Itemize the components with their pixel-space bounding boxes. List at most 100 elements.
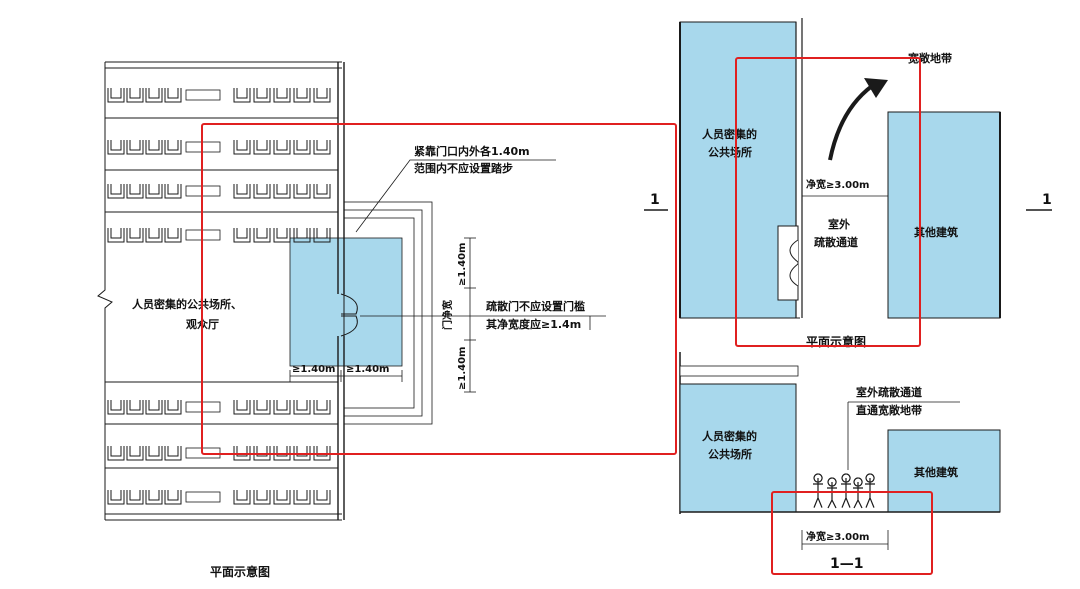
section-other-fill [887,429,1001,513]
seat-icon [126,140,144,155]
section-other-label: 其他建筑 [914,465,958,479]
person-figure [813,473,823,508]
room-label-1: 人员密集的公共场所、 [132,297,242,311]
seat-icon [107,140,125,155]
seat-icon [313,400,331,415]
seat-icon [107,400,125,415]
seat-icon [273,184,291,199]
seat-icon [293,228,311,243]
highlight-door-area [201,123,677,455]
highlight-passage [735,57,921,347]
seat-icon [164,88,182,103]
seat-icon [126,88,144,103]
step-outlines [343,201,433,425]
seat-icon [164,490,182,505]
seat-icon [164,140,182,155]
seat-icon [253,184,271,199]
seat-icon [164,400,182,415]
note-door-2: 其净宽度应≥1.4m [486,317,581,331]
seat-icon [293,184,311,199]
seat-icon [253,400,271,415]
seat-icon [313,490,331,505]
public-building-fill [679,21,797,319]
section-marker-left: 1 [650,192,660,208]
escape-arrowhead [864,78,888,98]
aisle-marker [185,491,221,503]
exit-door [777,225,799,301]
seat-icon [313,228,331,243]
leader-lines [355,159,606,330]
right-plan: 1 1 宽敞地带 人员密集的 公共场所 净宽≥3.00m 室外 疏散通道 其他建… [644,18,1052,349]
seat-icon [253,140,271,155]
section-leader [847,401,960,470]
seat-icon [233,228,251,243]
seat-icon [126,490,144,505]
seat-icon [233,88,251,103]
seat-icon [145,400,163,415]
section-caption: 1—1 [830,556,863,572]
aisle-marker [185,89,221,101]
seat-icon [164,446,182,461]
seat-icon [273,140,291,155]
right-dimension [801,190,889,202]
seat-icon [126,184,144,199]
seat-icon [145,140,163,155]
seat-icon [233,400,251,415]
dim-outside: ≥1.40m [346,364,389,375]
seat-icon [145,88,163,103]
section-note-1: 室外疏散通道 [856,385,922,399]
person-figure [865,473,875,508]
clear-width-label: 净宽≥3.00m [806,178,869,191]
seat-icon [126,446,144,461]
seat-icon [273,490,291,505]
seating-rows [105,117,338,469]
person-figure [841,473,851,508]
dim-vertical-bottom: ≥1.40m [457,347,468,390]
other-building-label: 其他建筑 [914,225,958,239]
seat-icon [233,184,251,199]
seat-icon [164,184,182,199]
seat-icon [313,184,331,199]
seat-icon [233,140,251,155]
seat-icon [293,400,311,415]
left-plan: 人员密集的公共场所、 观众厅 紧靠门口内外各1.40m 范围内不应设置踏步 疏散… [97,61,606,579]
seat-icon [107,446,125,461]
seat-icon [313,88,331,103]
section-note-2: 直通宽敞地带 [856,403,922,417]
seat-icon [273,228,291,243]
passage-label-1: 室外 [828,217,850,231]
seat-group [107,88,331,505]
escape-arrow [828,84,874,161]
other-building-fill [887,111,1001,319]
seat-icon [253,490,271,505]
clear-zone-fill [289,237,403,367]
section-public-label-1: 人员密集的 [702,429,757,443]
public-label-1: 人员密集的 [702,127,757,141]
highlight-boxes [201,57,933,575]
seat-icon [273,400,291,415]
note-steps-1: 紧靠门口内外各1.40m [414,144,530,158]
seat-icon [107,184,125,199]
double-door [340,293,358,337]
left-caption: 平面示意图 [210,564,270,579]
seat-icon [293,140,311,155]
seat-icon [164,228,182,243]
note-door-1: 疏散门不应设置门槛 [486,299,585,313]
seat-icon [126,400,144,415]
seat-icon [293,490,311,505]
section-dimension [801,530,889,550]
section-clear-width: 净宽≥3.00m [806,530,869,543]
seat-icon [145,490,163,505]
seat-icon [145,184,163,199]
dimension-lines [289,237,476,393]
seat-icon [107,88,125,103]
hall-outline [97,61,342,521]
dim-vertical-mid: 门净宽 [441,300,454,330]
highlight-section-width [771,491,933,575]
seat-icon [313,140,331,155]
note-steps-2: 范围内不应设置踏步 [414,161,513,175]
seat-icon [107,228,125,243]
seat-icon [233,490,251,505]
seat-icon [145,446,163,461]
